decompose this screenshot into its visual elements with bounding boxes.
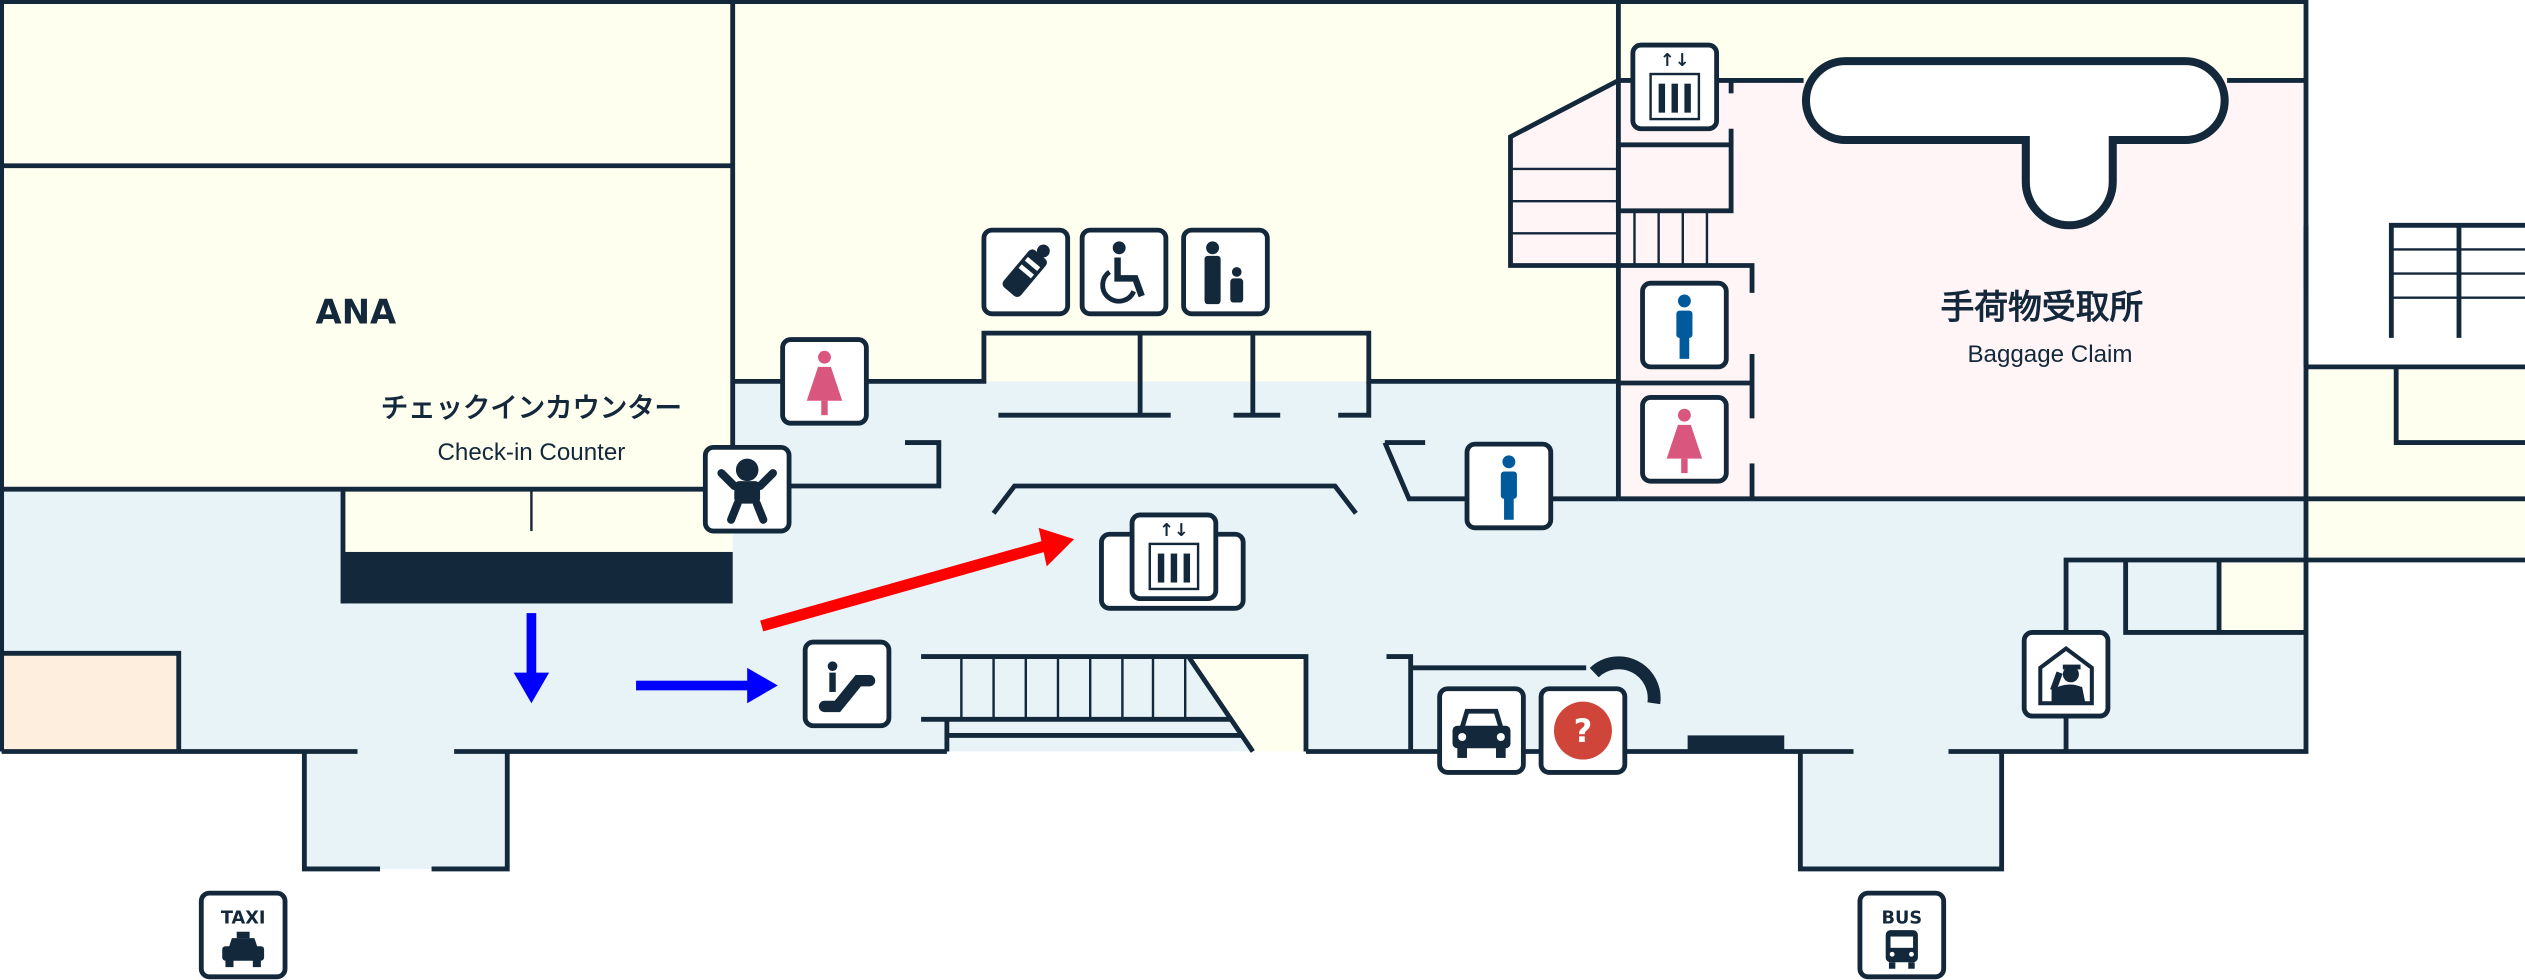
checkin-counter-label-jp: チェックインカウンター [381,393,682,424]
elevator-upper-icon[interactable]: ↑↓ [1630,42,1720,132]
male-toilet-icon[interactable] [1640,280,1729,370]
checkin-back-area [343,489,733,554]
bus-icon[interactable]: BUS [1857,890,1947,980]
family-toilet-icon[interactable] [1181,227,1270,317]
route-arrow-right [636,667,778,704]
taxi-icon[interactable]: TAXI [198,890,288,980]
right-wing-room-a [2305,366,2525,560]
elevator-icon[interactable]: ↑↓ [1099,512,1246,611]
nursing-room-icon[interactable] [981,227,1071,317]
route-arrow-to-elevator [760,527,1075,632]
car-rental-icon[interactable] [1437,686,1526,775]
male-toilet-icon[interactable] [1464,441,1554,531]
information-mark: ? [1574,712,1593,750]
female-toilet-icon[interactable] [780,337,869,426]
accessible-toilet-icon[interactable] [1079,227,1169,317]
right-wing-room-b [2219,560,2306,633]
checkin-counter-label-en: Check-in Counter [438,439,626,466]
entrance-vestibule-right [1800,751,2002,869]
revolving-door [1589,656,1661,705]
stair-treads [960,658,1187,720]
escalator-icon[interactable] [802,639,892,729]
elevator-arrows: ↑↓ [1159,521,1189,541]
baggage-carousel [1801,57,2229,230]
elevator-arrows: ↑↓ [1660,51,1690,71]
baby-changing-icon[interactable] [702,444,792,534]
baggage-claim-label-jp: 手荷物受取所 [1940,288,2143,327]
route-arrows [513,527,1075,704]
female-toilet-icon[interactable] [1640,395,1729,484]
police-icon[interactable] [2021,630,2111,719]
baggage-claim-label-en: Baggage Claim [1967,341,2132,368]
tenant-area-center [732,1,1619,383]
checkin-counter-desk [343,551,733,604]
airline-label: ANA [316,292,397,331]
route-arrow-down [513,613,550,704]
taxi-label: TAXI [221,909,266,929]
special-room [1,653,179,752]
bus-label: BUS [1881,909,1922,929]
entrance-vestibule-left [304,751,508,869]
walls [0,0,2525,872]
counter-bar [1687,735,1785,752]
ana-area [1,1,733,490]
stair-landing [1188,656,1306,752]
information-icon[interactable]: ? [1538,686,1628,775]
